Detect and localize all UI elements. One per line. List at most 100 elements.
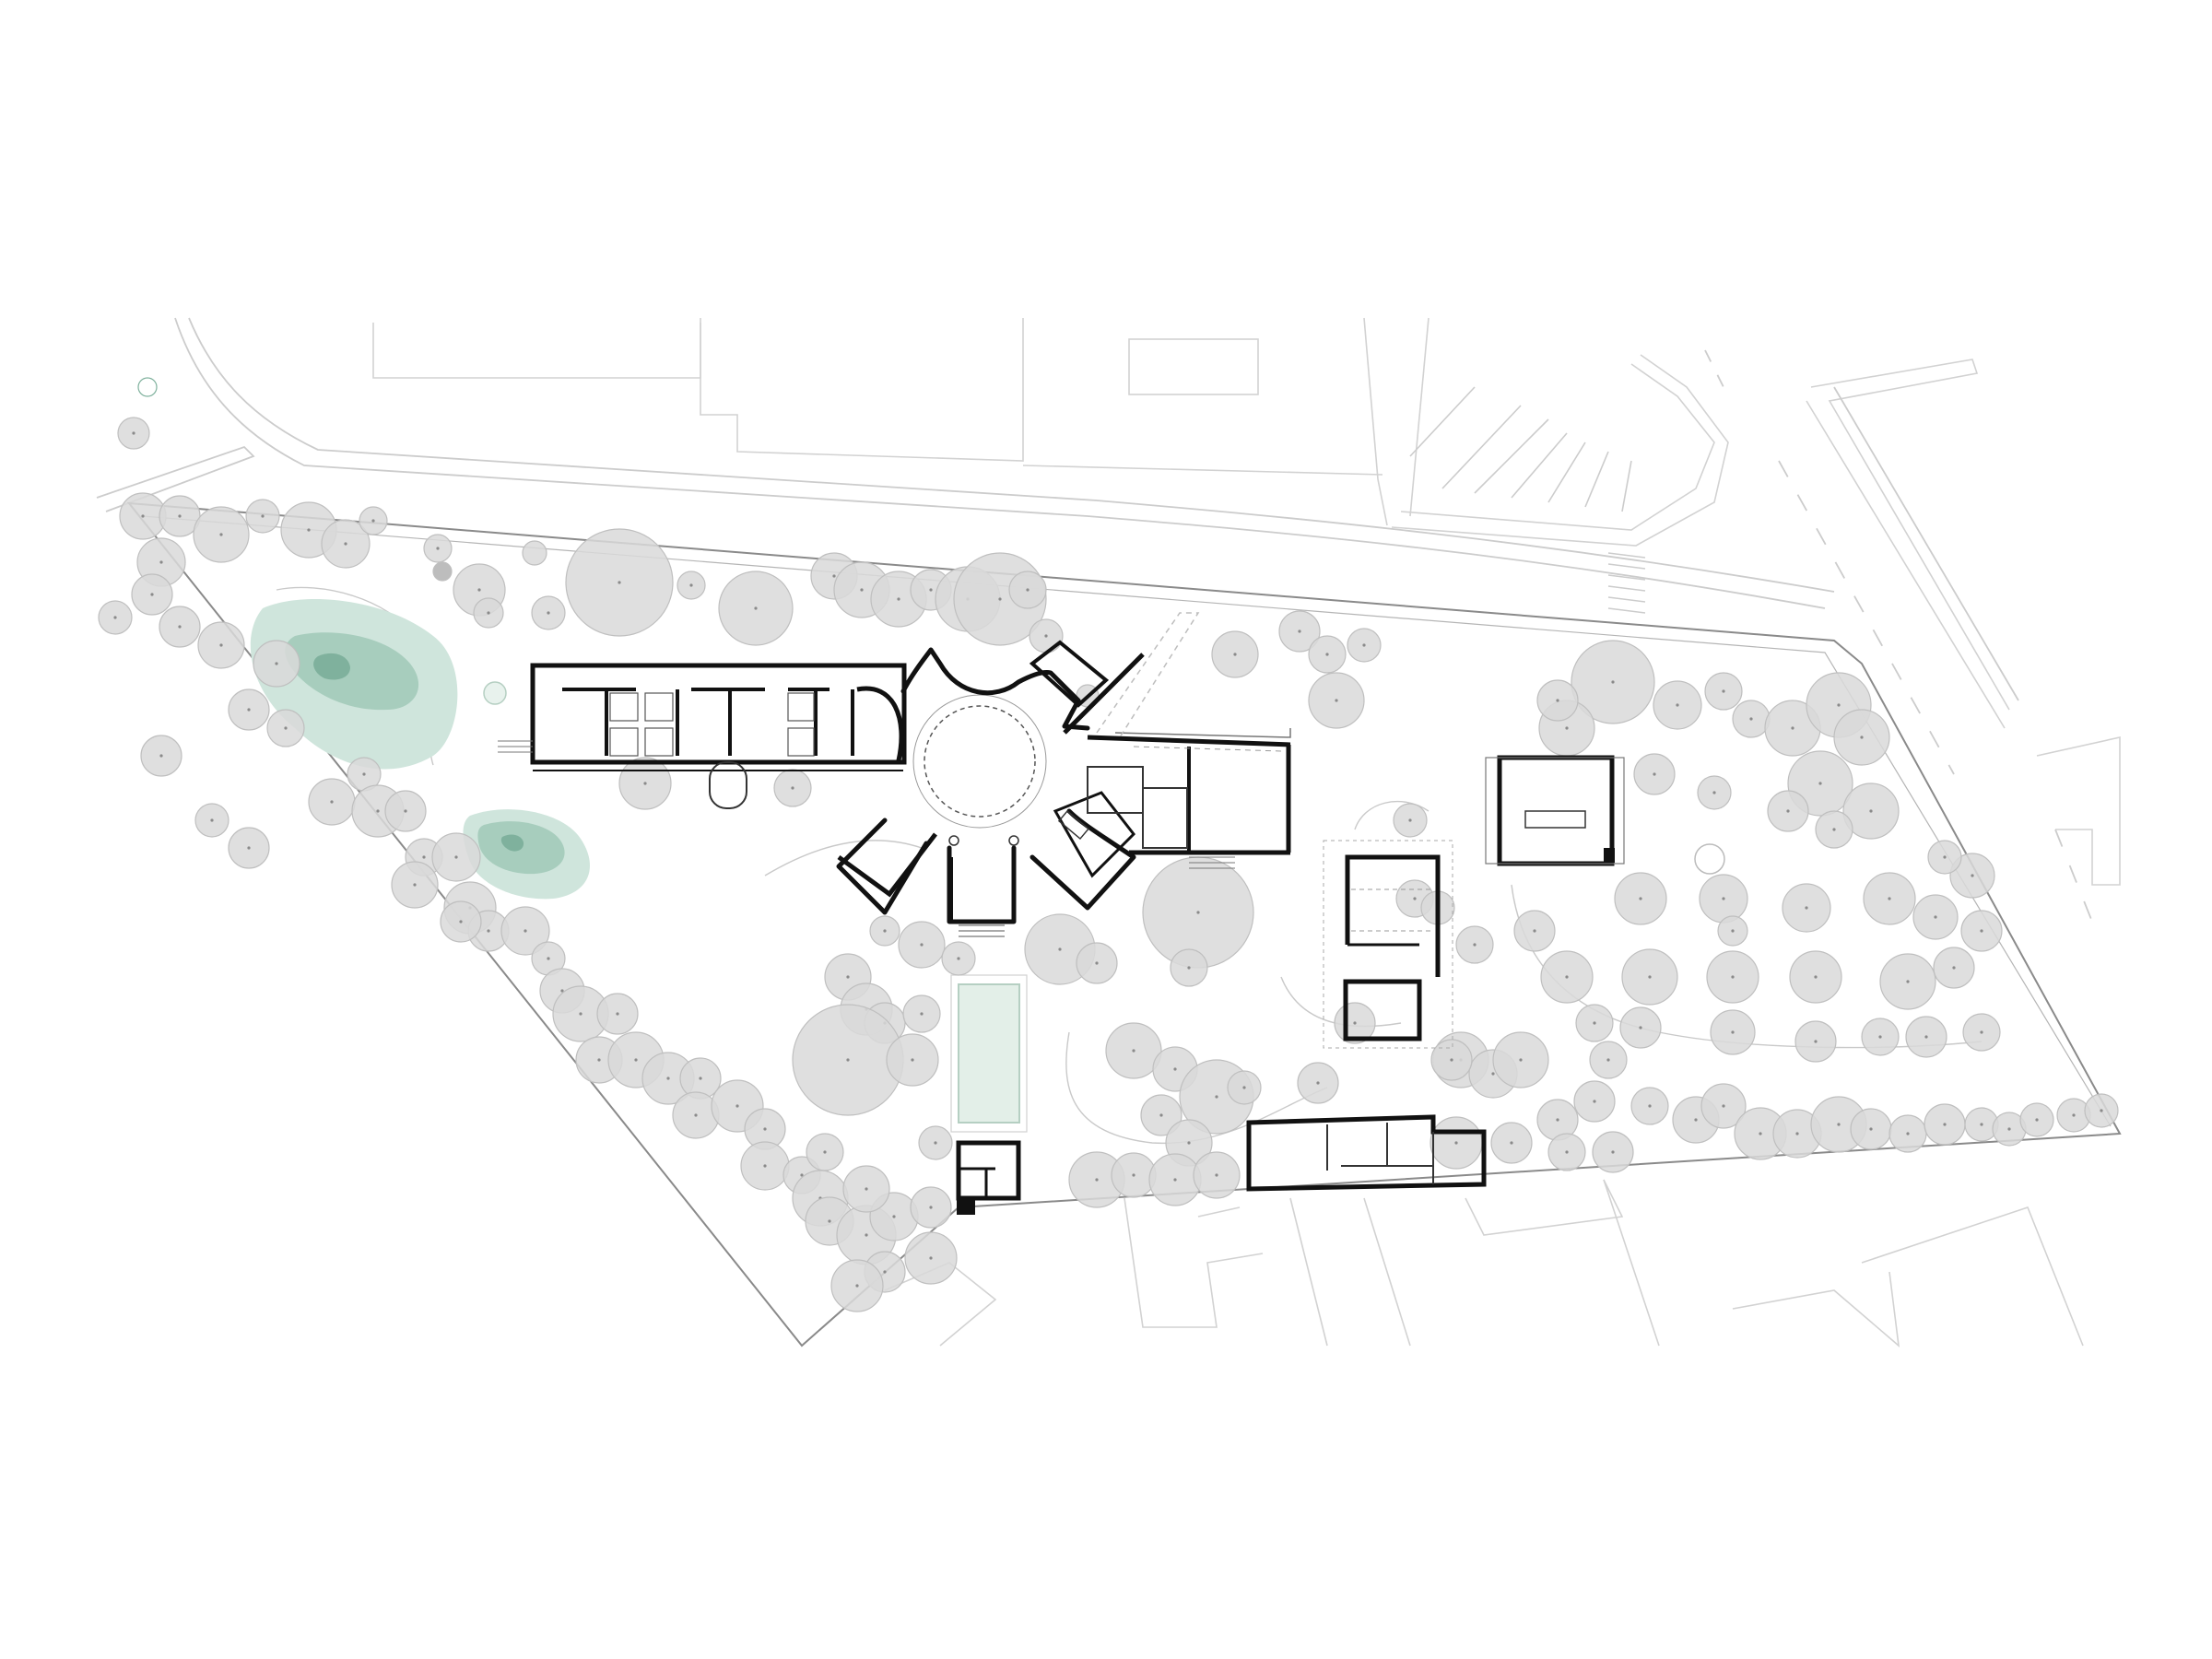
tree-trunk [1095, 1178, 1099, 1182]
tree-trunk [754, 606, 758, 610]
tree-trunk [454, 855, 458, 859]
tree-trunk [1722, 1104, 1725, 1108]
tree-trunk [1335, 699, 1338, 702]
tree-trunk [1298, 629, 1301, 633]
tree-trunk [846, 975, 850, 979]
tree-trunk [1653, 772, 1656, 776]
tree-trunk [487, 611, 490, 615]
tree-trunk [1694, 1118, 1698, 1122]
crosswalk-stripe [1607, 552, 1646, 559]
tree-trunk [828, 1219, 831, 1223]
east-wing-canopy-dash [1133, 746, 1282, 752]
tree-canopy [522, 540, 547, 566]
tree-trunk [1413, 897, 1417, 900]
tree-trunk [1606, 1058, 1610, 1062]
south-building-5 [1465, 1179, 1624, 1236]
crosswalk-stripe [1607, 607, 1646, 614]
tree-trunk [618, 581, 621, 584]
tree-trunk [883, 1270, 887, 1274]
tree-trunk [1454, 1141, 1458, 1145]
tree-trunk [1791, 726, 1794, 730]
tree-trunk [846, 1058, 850, 1062]
tree-trunk [459, 920, 463, 924]
parking-stall [1441, 405, 1522, 489]
street-curbs [96, 317, 2093, 923]
tree-trunk [371, 519, 375, 523]
tree-trunk [897, 597, 900, 601]
tree-trunk [1215, 1095, 1218, 1099]
tree-trunk [1408, 818, 1412, 822]
pavilion-central-dash-outline [1323, 840, 1453, 1049]
tree-trunk [1565, 726, 1569, 730]
tree-trunk [1533, 929, 1536, 933]
tree-trunk [1510, 1141, 1513, 1145]
crosswalk-stripe [1607, 574, 1646, 581]
tree-trunk [1187, 966, 1191, 970]
pond-large-core [313, 653, 350, 680]
rotunda-courtyard [924, 705, 1036, 818]
cottage-south-rooms [1326, 1123, 1434, 1184]
tree-trunk [1731, 929, 1735, 933]
tree-trunk [1565, 1150, 1569, 1154]
bathroom [609, 692, 639, 722]
north-building-outline-3 [1128, 338, 1259, 395]
tree-trunk [1786, 809, 1790, 813]
west-wing-steps [498, 740, 533, 753]
tree-trunk [1556, 1118, 1559, 1122]
tree-trunk [643, 782, 647, 785]
tree-trunk [1215, 1173, 1218, 1177]
tree-trunk [699, 1077, 702, 1080]
tree-trunk [1491, 1072, 1495, 1076]
bathroom [787, 692, 815, 722]
south-west-arm [837, 832, 937, 898]
tree-trunk [284, 726, 288, 730]
tree-trunk [1095, 961, 1099, 965]
tree-trunk [422, 855, 426, 859]
tree-trunk [1980, 1030, 1983, 1034]
pavilion-ne-furniture [1524, 810, 1586, 829]
tree-trunk [1611, 1150, 1615, 1154]
tree-trunk [1593, 1021, 1596, 1025]
parking-stall [1511, 432, 1568, 499]
tree-trunk [1196, 911, 1200, 914]
tree-trunk [1731, 975, 1735, 979]
tree-trunk [547, 611, 550, 615]
bathroom [644, 727, 674, 757]
east-wing-stairs [1189, 856, 1235, 869]
tree-trunk [929, 1206, 933, 1209]
tree-trunk [920, 1012, 924, 1016]
east-wing-north-wall [1087, 735, 1291, 747]
tree-trunk [920, 943, 924, 947]
north-west-path [96, 445, 255, 512]
south-east-arm [1053, 791, 1135, 878]
pond-large-mid [285, 632, 419, 711]
pavilion-central-south-room [1343, 979, 1422, 1041]
bathroom [644, 692, 674, 722]
tree-trunk [1795, 1132, 1799, 1135]
tree-trunk [219, 533, 223, 536]
radial-building-outer-wall [836, 647, 1136, 924]
tree-trunk [791, 786, 794, 790]
tree-trunk [1044, 634, 1048, 638]
garden-path [1065, 1031, 1328, 1145]
context-buildings [372, 317, 2121, 1347]
tree-canopy [432, 561, 453, 582]
west-wing [498, 663, 907, 809]
crosswalk-stripe [1607, 563, 1646, 570]
tree-trunk [150, 593, 154, 596]
tree-trunk [1980, 1123, 1983, 1126]
tree-trunk [1943, 1123, 1947, 1126]
column-south-east [1008, 835, 1019, 846]
east-wing-canopy [1114, 728, 1291, 738]
tree-trunk [1971, 874, 1974, 877]
tree-trunk [330, 800, 334, 804]
tree-trunk [1712, 791, 1716, 794]
tree-trunk [1132, 1049, 1135, 1053]
tree-trunk [376, 809, 380, 813]
bathroom [609, 727, 639, 757]
south-building-6 [1603, 1179, 1660, 1347]
south-building-1 [1124, 1197, 1264, 1328]
tree-trunk [1639, 1026, 1642, 1030]
tree-trunk [159, 754, 163, 758]
tree-trunk [1878, 1035, 1882, 1039]
